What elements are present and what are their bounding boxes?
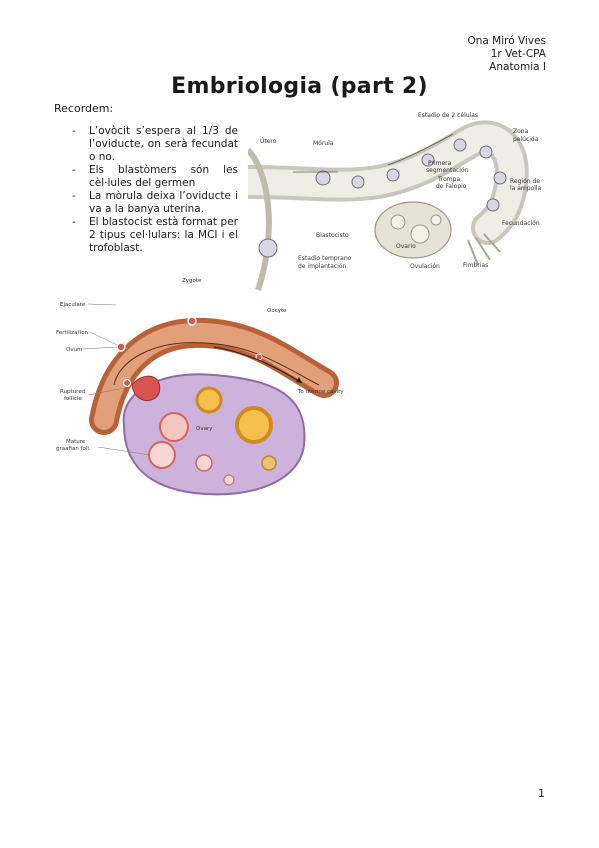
- label-zygote: Zygote: [182, 278, 202, 284]
- label-estadio2: Estadio de 2 células: [418, 112, 478, 119]
- follicle-shape: [195, 386, 223, 414]
- ovum-dot: [116, 342, 126, 352]
- recap-item: La mòrula deixa l’oviducte i va a la ban…: [72, 190, 238, 216]
- label-mature2: graafian foll.: [56, 446, 91, 452]
- embryo-journey-figure: Estadio de 2 células Zona pelúcida Útero…: [248, 112, 542, 291]
- page-header: Ona Miró Vives 1r Vet-CPA Anatomia I: [467, 35, 546, 74]
- course-name: 1r Vet-CPA: [490, 48, 546, 60]
- label-blastocisto: Blastocisto: [316, 232, 349, 239]
- recap-item: El blastocist està format per 2 tipus ce…: [72, 216, 238, 255]
- label-fimbrias: Fimbrias: [463, 262, 488, 269]
- label-mature1: Mature: [66, 439, 86, 445]
- label-ovario: Ovario: [396, 243, 416, 250]
- recap-list: L’ovòcit s’espera al 1/3 de l’oviducte, …: [72, 125, 238, 255]
- label-oocyte: Oocyte: [267, 308, 287, 314]
- document-title: Embriologia (part 2): [171, 74, 428, 99]
- label-estadio1: Estadio temprano: [298, 255, 352, 262]
- label-fecundacion: Fecundación: [502, 220, 540, 227]
- ovary-fertilization-figure: Zygote Oocyte Ejaculate Fertilization Ov…: [56, 278, 344, 496]
- recap-item: L’ovòcit s’espera al 1/3 de l’oviducte, …: [72, 125, 238, 164]
- label-to-uterine: To uterine cavity: [297, 389, 344, 395]
- figure-labels: Zygote Oocyte Ejaculate Fertilization Ov…: [56, 278, 344, 452]
- embryo-stages: [258, 138, 507, 258]
- label-ovulacion: Ovulación: [410, 263, 440, 270]
- label-ruptured2: follicle: [64, 396, 82, 402]
- label-estadio-b: de implantación: [298, 263, 347, 270]
- zygote-dot: [187, 316, 197, 326]
- label-ovary: Ovary: [196, 426, 213, 432]
- morula-shape: [315, 170, 331, 186]
- blastocyst-shape: [258, 238, 278, 258]
- label-region2: la ampolla: [510, 185, 542, 192]
- graafian-follicle-shape: [148, 441, 176, 469]
- label-utero: Útero: [260, 138, 277, 145]
- label-ruptured1: Ruptured: [60, 389, 85, 395]
- label-fertilization: Fertilization: [56, 330, 89, 336]
- label-primera1: Primera: [428, 160, 452, 167]
- label-trompa2: de Falopio: [436, 183, 467, 190]
- page-number: 1: [538, 787, 545, 800]
- label-ejaculate: Ejaculate: [60, 302, 86, 308]
- label-pelucida: pelúcida: [513, 136, 539, 143]
- label-primera2: segmentación: [426, 167, 469, 174]
- figure-labels: Estadio de 2 células Zona pelúcida Útero…: [260, 112, 542, 270]
- label-region1: Región de: [510, 178, 540, 185]
- uterus-wall: [248, 147, 272, 291]
- label-zona: Zona: [513, 128, 529, 135]
- intro-heading: Recordem:: [54, 102, 114, 115]
- fimbriae-shape: [467, 233, 501, 266]
- ruptured-follicle-shape: [131, 375, 161, 401]
- label-ovum: Ovum: [66, 347, 82, 353]
- label-morula: Mórula: [313, 140, 334, 147]
- label-trompa1: Trompa: [437, 176, 460, 183]
- subject-name: Anatomia I: [489, 61, 546, 73]
- recap-item: Els blastòmers són les cèl·lules del ger…: [72, 164, 238, 190]
- author-name: Ona Miró Vives: [467, 35, 546, 47]
